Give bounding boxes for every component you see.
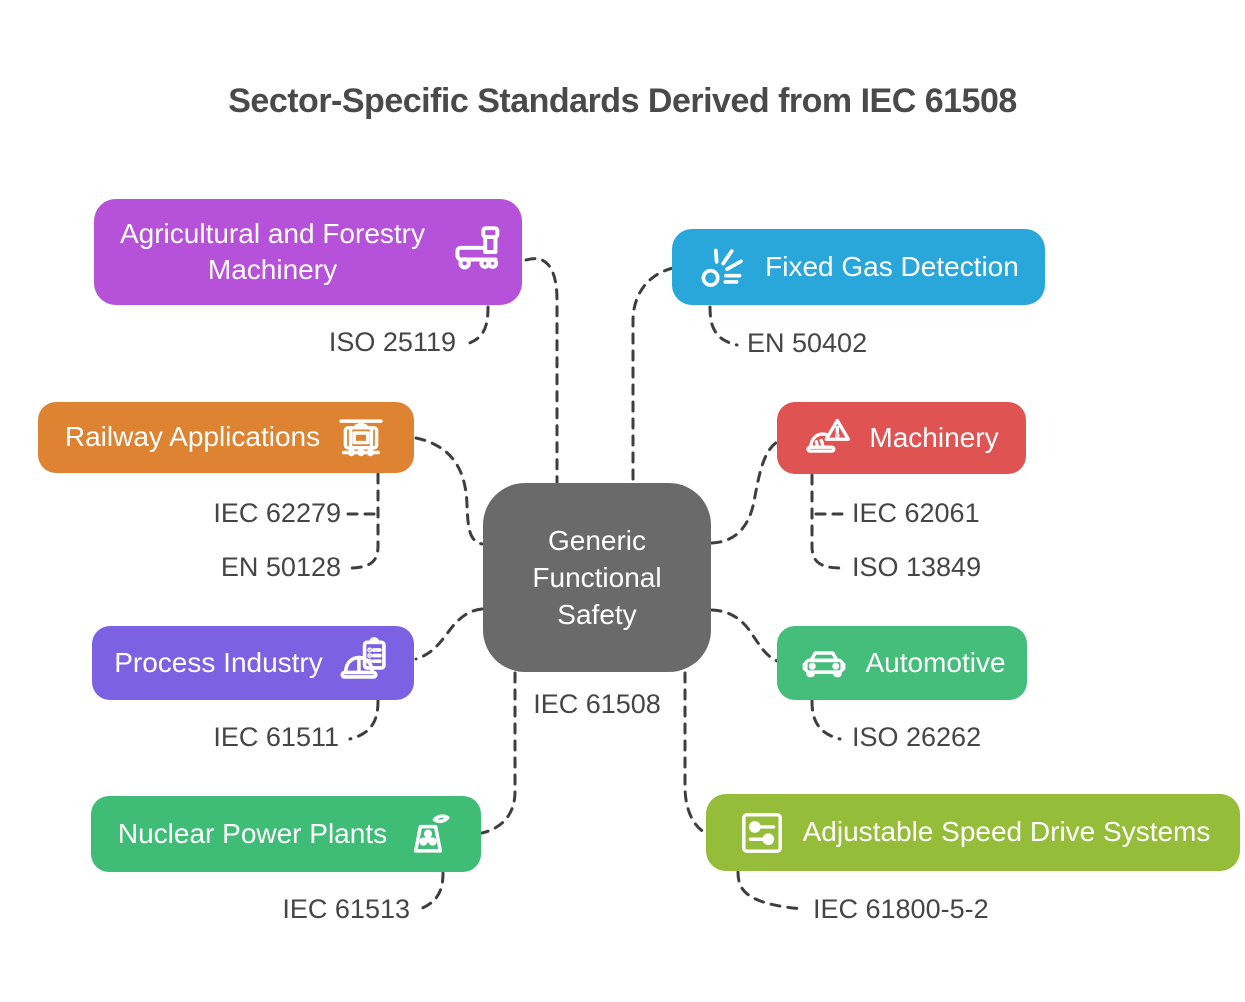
nuclear-plant-icon [402,808,454,860]
sliders-icon [736,807,788,859]
standard-label-iec-61511: IEC 61511 [213,722,339,752]
standard-label-iec-61508: IEC 61508 [533,689,661,719]
node-generic-functional-safety-label: Generic Functional Safety [532,524,662,631]
page-title: Sector-Specific Standards Derived from I… [228,82,1017,120]
hardhat-warning-icon [804,413,854,463]
connector-agricultural-center [524,257,559,484]
connector-adjustable-standard [736,870,805,911]
standard-label-en-50128: EN 50128 [220,552,341,582]
car-icon [798,637,850,689]
tractor-icon [453,224,509,280]
standard-label-iso-26262: ISO 26262 [852,722,982,752]
connector-machinery-center [710,440,779,545]
gas-emission-icon [698,241,750,293]
standard-label-en-50402: EN 50402 [747,328,868,358]
connector-agricultural-standard [461,305,490,347]
node-machinery: Machinery [777,402,1026,474]
node-automotive-label: Automotive [865,646,1006,678]
connector-nuclear-center [480,671,517,835]
tram-icon [335,412,387,464]
node-railway: Railway Applications [38,402,414,473]
standard-label-iec-61800-5-2: IEC 61800-5-2 [813,894,989,924]
node-nuclear: Nuclear Power Plants [91,796,481,872]
connector-automotive-center [710,608,779,663]
node-agricultural-label: Agricultural and Forestry Machinery [119,217,425,285]
node-adjustable-speed-drives-label: Adjustable Speed Drive Systems [802,816,1211,848]
standard-label-iso-13849: ISO 13849 [852,552,982,582]
standard-label-iec-62279: IEC 62279 [213,498,341,528]
node-railway-label: Railway Applications [64,421,321,453]
connector-nuclear-standard [418,871,445,911]
node-machinery-label: Machinery [869,421,999,453]
connector-process-standard [348,699,380,741]
connector-adjustable-center [683,671,709,836]
node-process-industry: Process Industry [92,626,414,700]
node-agricultural: Agricultural and Forestry Machinery [94,199,522,305]
node-automotive: Automotive [777,626,1027,700]
node-adjustable-speed-drives: Adjustable Speed Drive Systems [706,794,1240,871]
connector-railway-center [414,436,484,546]
connector-process-center [414,607,484,661]
connector-automotive-standard [810,699,842,741]
standard-label-iec-62061: IEC 62061 [852,498,980,528]
node-fixed-gas-detection: Fixed Gas Detection [672,229,1045,305]
standard-label-iec-61513: IEC 61513 [282,894,410,924]
node-process-industry-label: Process Industry [114,646,323,678]
node-fixed-gas-detection-label: Fixed Gas Detection [765,250,1019,282]
connector-fixedgas-center [631,266,675,484]
standard-label-iso-25119: ISO 25119 [328,327,456,357]
connector-machinery-standard2 [810,473,843,570]
hardhat-clipboard-icon [338,636,392,690]
node-generic-functional-safety: Generic Functional Safety [483,483,711,672]
node-nuclear-label: Nuclear Power Plants [117,817,388,849]
connector-railway-standard2 [347,472,380,570]
connector-fixedgas-standard [708,305,739,347]
